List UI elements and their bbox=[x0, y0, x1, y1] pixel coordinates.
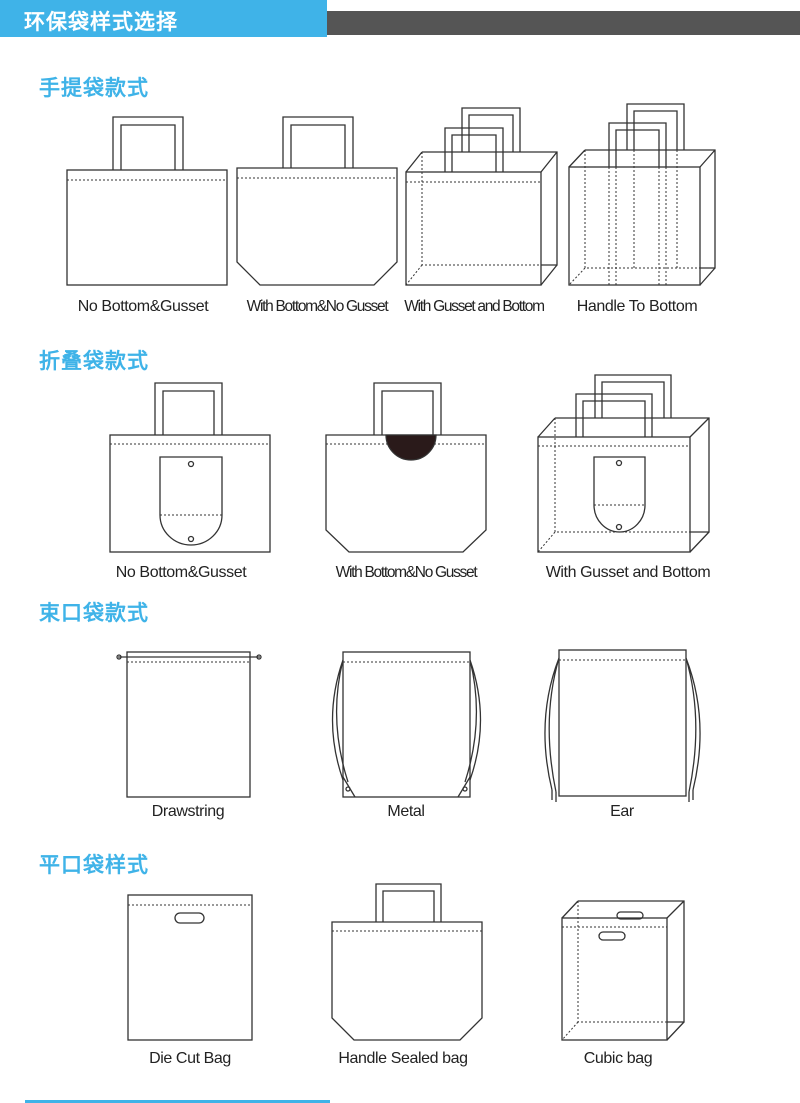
bag-label: Metal bbox=[387, 803, 425, 820]
bag-label: With Bottom&No Gusset bbox=[246, 298, 389, 315]
folding-bag-bottom-no-gusset-illustration bbox=[325, 382, 487, 553]
page-title: 环保袋样式选择 bbox=[24, 10, 178, 34]
drawstring-bag-illustration bbox=[116, 651, 262, 798]
header-bar bbox=[327, 11, 800, 35]
bag-label: Die Cut Bag bbox=[149, 1050, 231, 1067]
bag-label: No Bottom&Gusset bbox=[115, 564, 247, 581]
folding-bag-gusset-bottom-illustration bbox=[537, 374, 710, 553]
bag-label: With Bottom&No Gusset bbox=[335, 564, 478, 581]
section-title-drawstring-bags: 束口袋款式 bbox=[39, 601, 149, 625]
bag-handle-to-bottom-illustration bbox=[568, 103, 716, 286]
cubic-bag-illustration bbox=[561, 900, 685, 1041]
section-title-flat-bags: 平口袋样式 bbox=[39, 853, 149, 877]
handle-sealed-bag-illustration bbox=[331, 883, 483, 1041]
ear-drawstring-bag-illustration bbox=[544, 649, 701, 802]
bag-gusset-bottom-illustration bbox=[405, 107, 558, 286]
metal-drawstring-bag-illustration bbox=[331, 651, 482, 798]
bag-label: With Gusset and Bottom bbox=[545, 564, 711, 581]
bag-bottom-no-gusset-illustration bbox=[236, 116, 398, 286]
section-title-folding-bags: 折叠袋款式 bbox=[39, 349, 149, 373]
header-banner bbox=[0, 0, 327, 37]
die-cut-bag-illustration bbox=[127, 894, 253, 1041]
footer-accent-line bbox=[25, 1100, 330, 1103]
bag-label: Cubic bag bbox=[583, 1050, 653, 1067]
bag-label: Drawstring bbox=[151, 803, 225, 820]
bag-label: Ear bbox=[610, 803, 634, 820]
folding-bag-no-bottom-illustration bbox=[109, 382, 271, 553]
bag-label: No Bottom&Gusset bbox=[77, 298, 209, 315]
bag-label: Handle To Bottom bbox=[576, 298, 698, 315]
bag-label: With Gusset and Bottom bbox=[404, 298, 545, 315]
section-title-handbags: 手提袋款式 bbox=[39, 76, 149, 100]
bag-no-bottom-gusset-illustration bbox=[66, 116, 228, 286]
bag-label: Handle Sealed bag bbox=[338, 1050, 468, 1067]
